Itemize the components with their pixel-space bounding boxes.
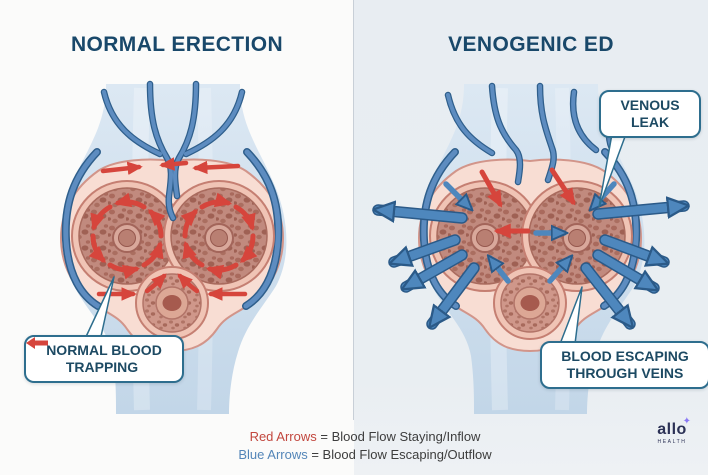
red-inflow-arrows (479, 167, 576, 239)
callout-line: VENOUS (620, 97, 680, 113)
legend-blue-term: Blue Arrows (238, 446, 308, 462)
sparkle-icon: ✦ (682, 416, 691, 427)
callout-line: BLOOD ESCAPING (561, 348, 689, 364)
callout-line: THROUGH VEINS (566, 365, 684, 382)
legend-blue-desc: = Blood Flow Escaping/Outflow (307, 446, 492, 462)
legend: Red Arrows = Blood Flow Staying/Inflow B… (160, 428, 570, 463)
callout-line: LEAK (630, 114, 670, 131)
legend-red-line: Red Arrows = Blood Flow Staying/Inflow (160, 428, 570, 446)
logo-wordmark: allo (657, 421, 687, 438)
callout-venous-leak: VENOUS LEAK (599, 90, 701, 139)
callout-normal-blood-trapping: NORMAL BLOOD TRAPPING (24, 335, 184, 384)
title-normal-erection: NORMAL ERECTION (70, 33, 284, 56)
legend-red-term: Red Arrows (249, 429, 317, 444)
legend-blue-line: Blue Arrows = Blood Flow Escaping/Outflo… (160, 446, 570, 464)
logo-tagline: HEALTH (657, 439, 687, 445)
panel-divider (353, 0, 354, 420)
allo-health-logo: ✦ allo HEALTH (645, 417, 699, 446)
callout-blood-escaping: BLOOD ESCAPING THROUGH VEINS (540, 341, 708, 390)
blue-outflow-arrows (378, 181, 684, 324)
callout-line: NORMAL BLOOD (46, 342, 162, 358)
title-venogenic-ed: VENOGENIC ED (448, 33, 614, 56)
callout-line: TRAPPING (65, 359, 139, 376)
dorsal-veins-left (100, 80, 246, 222)
red-circulation-arrows (88, 157, 258, 301)
legend-red-desc: = Blood Flow Staying/Inflow (316, 429, 481, 444)
